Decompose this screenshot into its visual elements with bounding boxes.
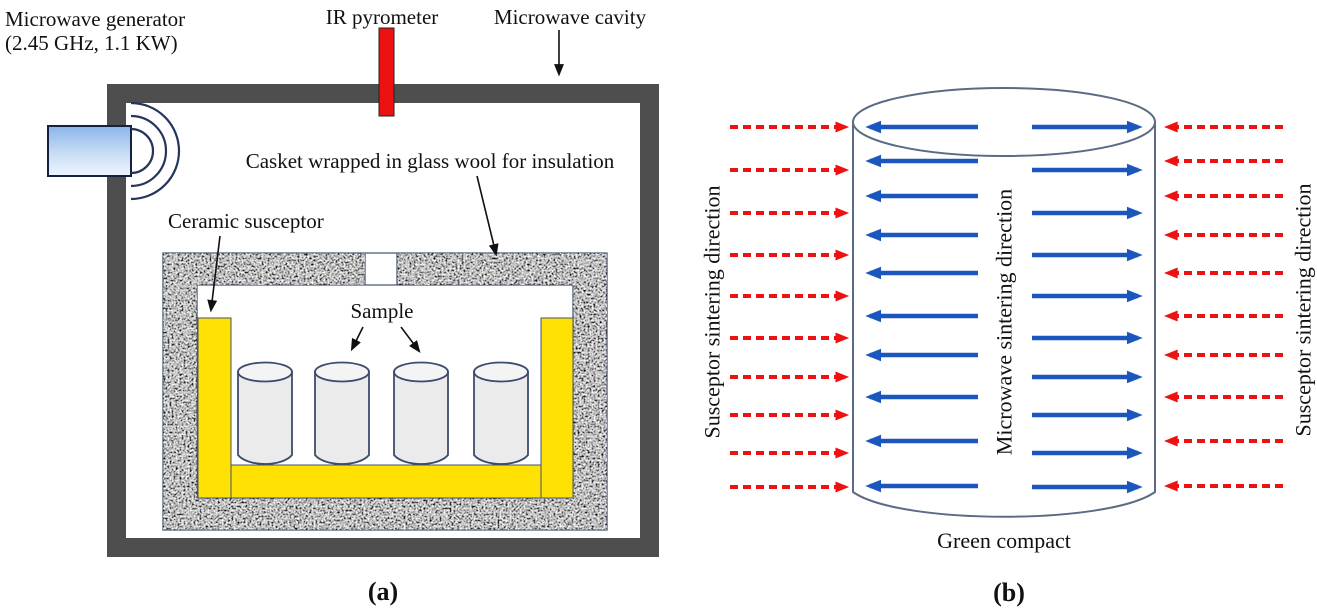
label-microwave-direction-center: Microwave sintering direction [991, 189, 1016, 455]
sample-cylinder-body [393, 371, 449, 465]
green-compact-top [852, 87, 1156, 157]
label-susceptor-direction-left: Susceptor sintering direction [699, 186, 724, 439]
panel-a-letter: (a) [368, 577, 398, 606]
susceptor-base-plate [230, 464, 542, 499]
panel-a: Microwave generator (2.45 GHz, 1.1 KW) I… [5, 5, 659, 606]
label-susceptor-direction-right: Susceptor sintering direction [1290, 184, 1315, 437]
susceptor-left-wall [197, 317, 232, 499]
ir-pyrometer-probe [378, 27, 395, 117]
label-microwave-cavity: Microwave cavity [494, 5, 647, 29]
susceptor-right-wall [540, 317, 574, 499]
label-generator-specs: (2.45 GHz, 1.1 KW) [5, 31, 178, 55]
susceptor-pointer-arrow [207, 235, 221, 313]
susceptor-direction-arrows [730, 121, 1283, 493]
sample-pointer-arrow-right [400, 326, 421, 353]
sample-cylinder-top [314, 361, 370, 383]
samples-group [237, 361, 529, 465]
sample-cylinder-body [473, 371, 529, 465]
label-ir-pyrometer: IR pyrometer [326, 5, 439, 29]
panel-b: Susceptor sintering direction Microwave … [699, 87, 1315, 607]
microwave-generator-box [47, 125, 132, 177]
sample-cylinder-body [237, 371, 293, 465]
label-sample: Sample [351, 299, 414, 323]
microwave-emission-arcs-icon [130, 101, 181, 201]
green-compact-body [852, 122, 1156, 518]
label-microwave-generator: Microwave generator [5, 7, 185, 31]
label-ceramic-susceptor: Ceramic susceptor [168, 209, 324, 233]
sample-cylinder-top [237, 361, 293, 383]
microwave-direction-arrows [865, 120, 1143, 494]
label-green-compact: Green compact [937, 528, 1071, 553]
sample-pointer-arrow-left [350, 326, 364, 352]
sample-cylinder-top [473, 361, 529, 383]
sample-cylinder-body [314, 371, 370, 465]
label-casket: Casket wrapped in glass wool for insulat… [246, 149, 615, 173]
casket-pointer-arrow [476, 175, 499, 257]
panel-b-letter: (b) [993, 578, 1025, 607]
sample-cylinder-top [393, 361, 449, 383]
